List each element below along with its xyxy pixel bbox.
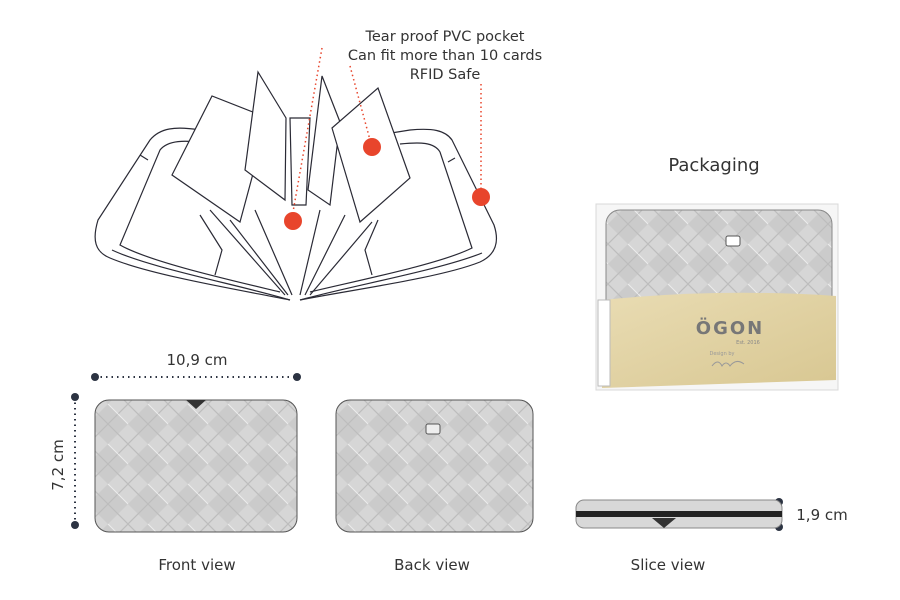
back-view-label: Back view xyxy=(394,556,470,574)
svg-text:Est. 2016: Est. 2016 xyxy=(736,340,760,346)
callout-marker-pocket xyxy=(363,138,381,156)
front-view-label: Front view xyxy=(158,556,236,574)
ogon-badge-icon xyxy=(425,423,441,435)
callout-leader-lines xyxy=(292,47,482,213)
slice-view-label: Slice view xyxy=(630,556,706,574)
front-view-image xyxy=(94,399,298,533)
back-view-image xyxy=(335,399,534,533)
callout-marker-rfid xyxy=(472,188,490,206)
callout-line-capacity: Can fit more than 10 cards xyxy=(347,48,543,64)
feature-callout: Tear proof PVC pocket Can fit more than … xyxy=(348,28,542,85)
svg-text:Design by: Design by xyxy=(710,351,735,357)
slice-view-image xyxy=(575,499,783,529)
packaging-image: ÖGON Est. 2016 Design by xyxy=(595,203,839,391)
ogon-badge-icon xyxy=(725,235,741,247)
callout-marker-cards xyxy=(284,212,302,230)
signature xyxy=(711,360,745,367)
height-label: 7,2 cm xyxy=(49,439,67,491)
callout-line-pvc: Tear proof PVC pocket xyxy=(365,29,525,45)
packaging-brand-logo: ÖGON xyxy=(696,317,764,339)
thickness-label: 1,9 cm xyxy=(796,506,848,524)
callout-line-rfid: RFID Safe xyxy=(409,67,481,83)
open-wallet-drawing xyxy=(94,70,498,301)
packaging-title: Packaging xyxy=(668,155,760,176)
width-label: 10,9 cm xyxy=(166,351,228,369)
